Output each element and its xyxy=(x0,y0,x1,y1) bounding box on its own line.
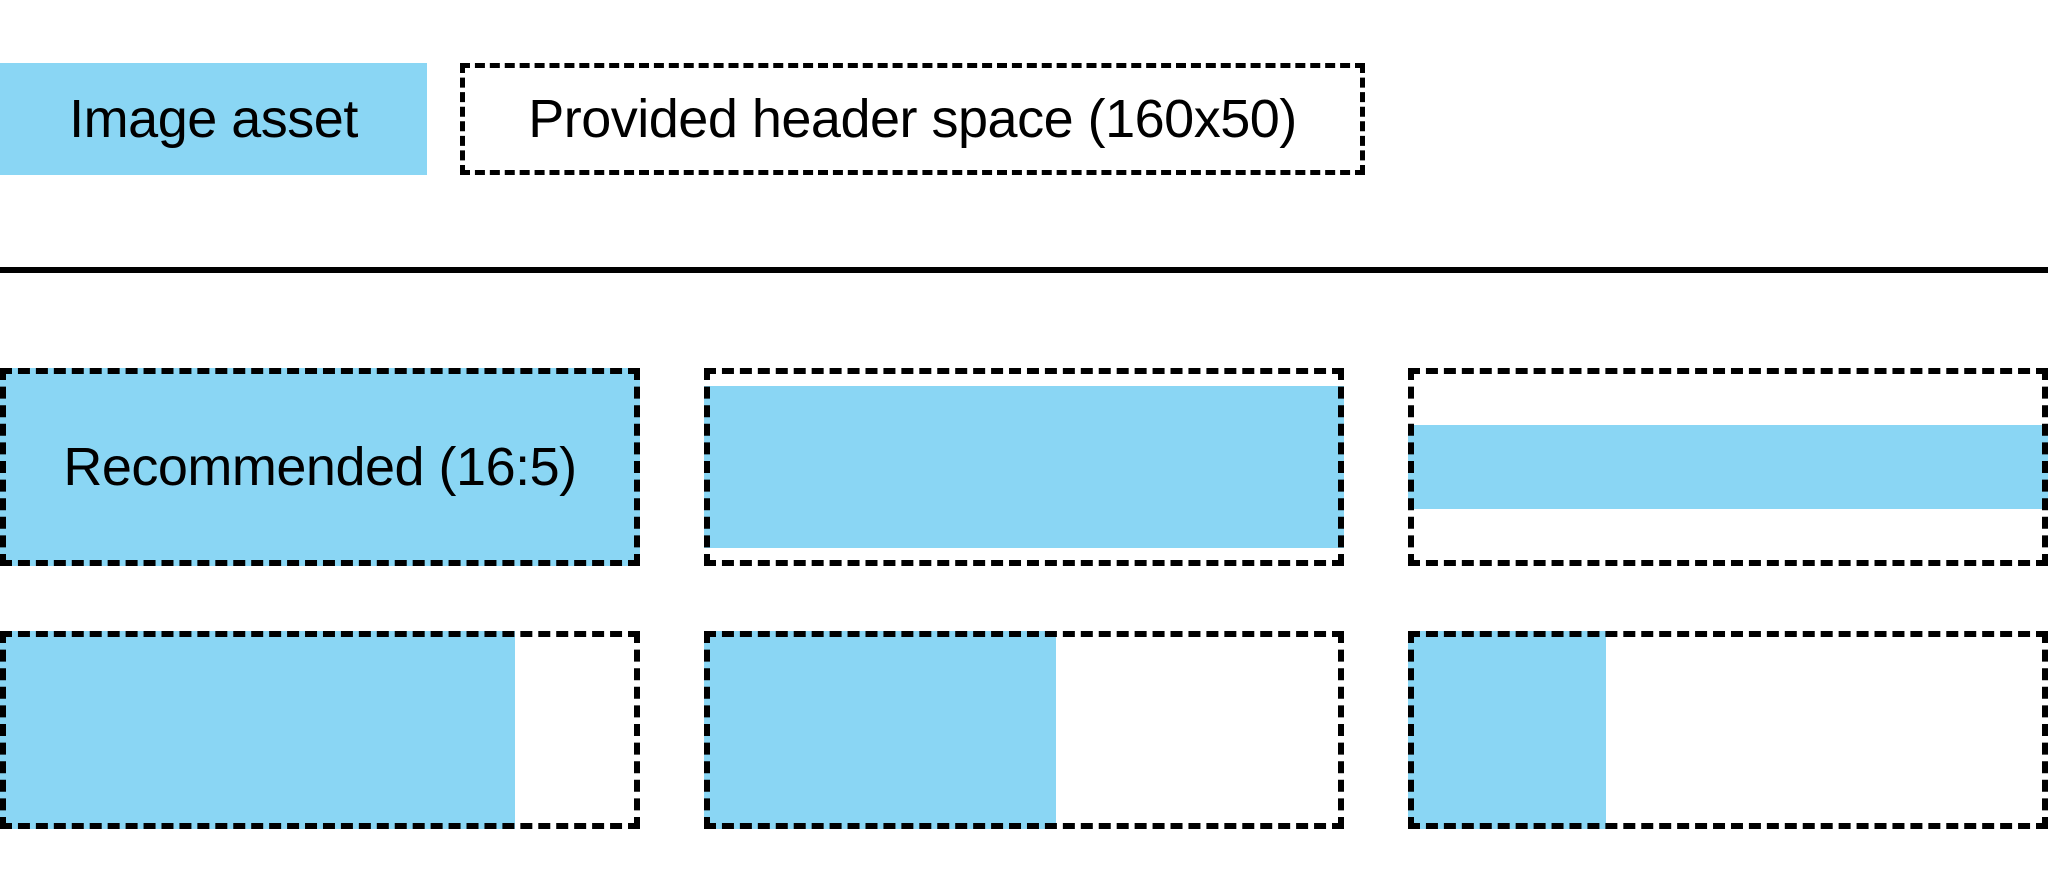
header-space-frame xyxy=(1408,368,2048,566)
image-asset-fill xyxy=(0,631,516,829)
example-cell-square-narrow xyxy=(1408,631,2048,829)
image-asset-fill xyxy=(1408,631,1607,829)
example-cell-extra-wide-band xyxy=(1408,368,2048,566)
recommended-label: Recommended (16:5) xyxy=(63,437,577,497)
header-space-frame xyxy=(704,631,1344,829)
legend-image-asset-label: Image asset xyxy=(69,89,358,149)
header-space-frame xyxy=(1408,631,2048,829)
image-asset-fill xyxy=(1408,425,2048,509)
legend-header-space-label: Provided header space (160x50) xyxy=(528,89,1297,149)
section-divider xyxy=(0,267,2048,273)
example-cell-tall-medium xyxy=(704,631,1344,829)
image-asset-fill xyxy=(704,385,1344,549)
example-cell-recommended: Recommended (16:5) xyxy=(0,368,640,566)
header-space-frame xyxy=(704,368,1344,566)
legend-image-asset-swatch: Image asset xyxy=(0,63,427,175)
header-space-frame xyxy=(0,368,640,566)
header-space-frame xyxy=(0,631,640,829)
image-asset-fill xyxy=(704,631,1056,829)
legend-header-space-box: Provided header space (160x50) xyxy=(460,63,1365,175)
example-cell-wide-letterboxed xyxy=(704,368,1344,566)
example-cell-tall-wide xyxy=(0,631,640,829)
image-asset-fill xyxy=(0,368,640,566)
